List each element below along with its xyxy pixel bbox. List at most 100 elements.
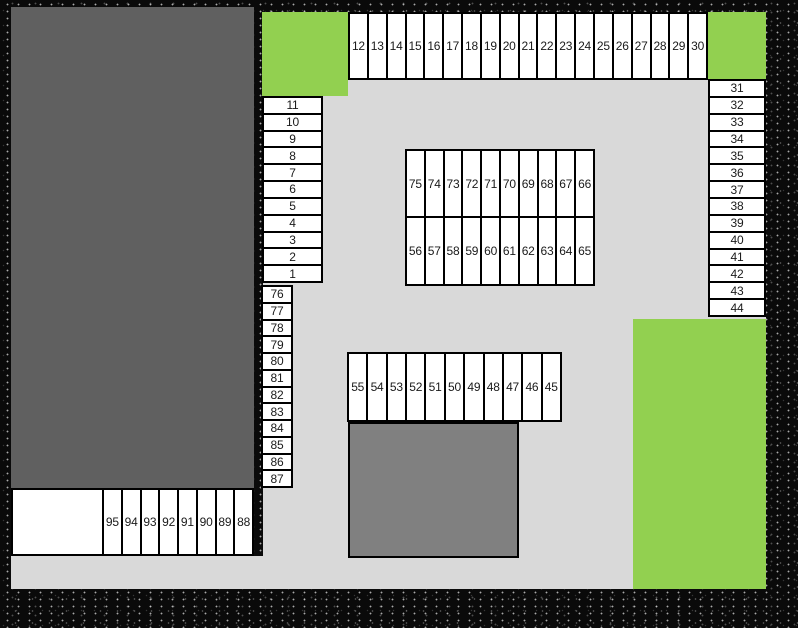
stall-70[interactable]: 70 [498,151,518,216]
stall-57[interactable]: 57 [423,218,443,284]
stall-69[interactable]: 69 [517,151,537,216]
stall-90[interactable]: 90 [195,490,215,554]
stall-60[interactable]: 60 [480,218,499,284]
stall-3[interactable]: 3 [264,230,321,248]
stall-64[interactable]: 64 [555,218,574,284]
stall-92[interactable]: 92 [158,490,177,554]
stall-50[interactable]: 50 [443,354,463,420]
stall-74[interactable]: 74 [423,151,443,216]
stall-48[interactable]: 48 [482,354,502,420]
stall-89[interactable]: 89 [214,490,234,554]
stall-58[interactable]: 58 [442,218,462,284]
building-left [11,7,254,488]
stall-17[interactable]: 17 [442,14,461,78]
stall-66[interactable]: 66 [574,151,593,216]
stall-28[interactable]: 28 [649,14,669,78]
stall-87[interactable]: 87 [263,469,291,486]
stall-45[interactable]: 45 [540,354,560,420]
stall-23[interactable]: 23 [555,14,574,78]
stall-36[interactable]: 36 [710,163,764,180]
stall-2[interactable]: 2 [264,247,321,264]
stall-31[interactable]: 31 [730,81,744,96]
stall-76[interactable]: 76 [270,287,284,302]
stall-43[interactable]: 43 [710,281,764,298]
stall-19[interactable]: 19 [479,14,499,78]
stall-4[interactable]: 4 [264,213,321,231]
stall-14[interactable]: 14 [385,14,405,78]
stall-26[interactable]: 26 [611,14,631,78]
stall-71[interactable]: 71 [480,151,499,216]
stall-9[interactable]: 9 [264,129,321,147]
stall-27[interactable]: 27 [630,14,650,78]
stall-1[interactable]: 1 [264,264,321,281]
stall-35[interactable]: 35 [710,146,764,163]
stall-88[interactable]: 88 [233,490,252,554]
stall-78[interactable]: 78 [263,318,291,336]
stall-73[interactable]: 73 [442,151,462,216]
stall-83[interactable]: 83 [263,402,291,419]
stall-20[interactable]: 20 [498,14,518,78]
lawn-bottom-right [633,319,766,589]
stall-41[interactable]: 41 [710,247,764,265]
stall-54[interactable]: 54 [366,354,385,420]
stall-32[interactable]: 32 [710,95,764,113]
stall-52[interactable]: 52 [405,354,424,420]
stall-10[interactable]: 10 [264,112,321,130]
stall-30[interactable]: 30 [687,14,706,78]
stall-12[interactable]: 12 [351,39,365,53]
stall-67[interactable]: 67 [555,151,574,216]
stall-81[interactable]: 81 [263,368,291,386]
stall-63[interactable]: 63 [536,218,556,284]
stall-77[interactable]: 77 [263,301,291,319]
stall-65[interactable]: 65 [574,218,593,284]
stall-5[interactable]: 5 [264,196,321,214]
stall-75[interactable]: 75 [408,176,422,191]
stall-51[interactable]: 51 [424,354,443,420]
stall-84[interactable]: 84 [263,419,291,436]
stall-85[interactable]: 85 [263,435,291,453]
stall-80[interactable]: 80 [263,352,291,369]
stall-59[interactable]: 59 [461,218,480,284]
stall-6[interactable]: 6 [264,180,321,197]
stall-11[interactable]: 11 [286,98,299,113]
stall-56[interactable]: 56 [408,244,422,258]
lawn-top-left [262,12,348,96]
stall-86[interactable]: 86 [263,452,291,470]
stall-42[interactable]: 42 [710,264,764,281]
stall-34[interactable]: 34 [710,129,764,147]
stall-82[interactable]: 82 [263,385,291,403]
stall-61[interactable]: 61 [498,218,518,284]
stall-68[interactable]: 68 [536,151,556,216]
stall-29[interactable]: 29 [668,14,687,78]
stall-94[interactable]: 94 [120,490,140,554]
stall-44[interactable]: 44 [710,298,764,315]
stall-37[interactable]: 37 [710,180,764,197]
stall-95[interactable]: 95 [105,515,119,529]
stall-47[interactable]: 47 [501,354,521,420]
stall-8[interactable]: 8 [264,146,321,163]
stall-53[interactable]: 53 [385,354,405,420]
stall-16[interactable]: 16 [423,14,442,78]
stall-39[interactable]: 39 [710,213,764,231]
stall-15[interactable]: 15 [404,14,424,78]
stall-38[interactable]: 38 [710,197,764,214]
stall-72[interactable]: 72 [461,151,480,216]
stall-33[interactable]: 33 [710,112,764,130]
stall-13[interactable]: 13 [366,14,386,78]
stall-93[interactable]: 93 [139,490,159,554]
stall-49[interactable]: 49 [463,354,482,420]
stall-7[interactable]: 7 [264,163,321,180]
stall-91[interactable]: 91 [177,490,196,554]
stall-25[interactable]: 25 [592,14,612,78]
stall-40[interactable]: 40 [710,230,764,248]
stall-79[interactable]: 79 [263,335,291,352]
stall-21[interactable]: 21 [517,14,537,78]
stall-55[interactable]: 55 [351,380,365,394]
stall-46[interactable]: 46 [521,354,540,420]
stall-62[interactable]: 62 [517,218,537,284]
stall-18[interactable]: 18 [461,14,480,78]
stall-22[interactable]: 22 [536,14,555,78]
stall-24[interactable]: 24 [574,14,593,78]
